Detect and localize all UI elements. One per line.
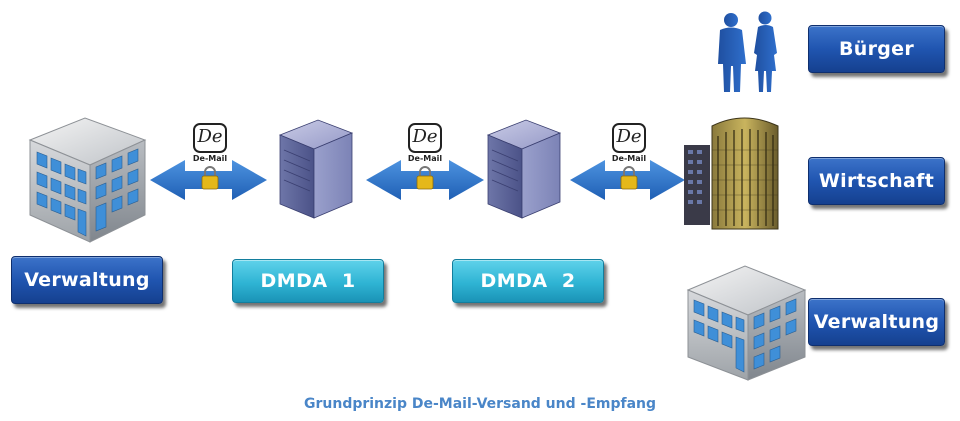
demail-logo-2: De De-Mail [403, 123, 447, 164]
label-dmda1: DMDA 1 [232, 259, 384, 303]
people-silhouette-icon [718, 11, 777, 92]
lock-1-icon [201, 166, 219, 190]
diagram-caption: Grundprinzip De-Mail-Versand und -Empfan… [303, 396, 657, 412]
lock-3-icon [620, 166, 638, 190]
office-tower-icon [684, 117, 779, 230]
server-dmda2-icon [486, 119, 562, 219]
demail-logo-text: De-Mail [407, 154, 443, 163]
server-dmda1-icon [278, 119, 354, 219]
demail-logo-1: De De-Mail [188, 123, 232, 164]
label-verwaltung-right: Verwaltung [808, 298, 945, 346]
building-right-icon [686, 265, 807, 381]
building-left-icon [28, 117, 147, 243]
demail-logo-text: De-Mail [611, 154, 647, 163]
demail-logo-3: De De-Mail [607, 123, 651, 164]
demail-logo-mark: De [612, 123, 646, 153]
label-wirtschaft: Wirtschaft [808, 157, 945, 205]
lock-2-icon [416, 166, 434, 190]
label-dmda2: DMDA 2 [452, 259, 604, 303]
demail-logo-text: De-Mail [192, 154, 228, 163]
label-buerger: Bürger [808, 25, 945, 73]
label-verwaltung-left: Verwaltung [11, 256, 163, 304]
demail-logo-mark: De [193, 123, 227, 153]
demail-logo-mark: De [408, 123, 442, 153]
